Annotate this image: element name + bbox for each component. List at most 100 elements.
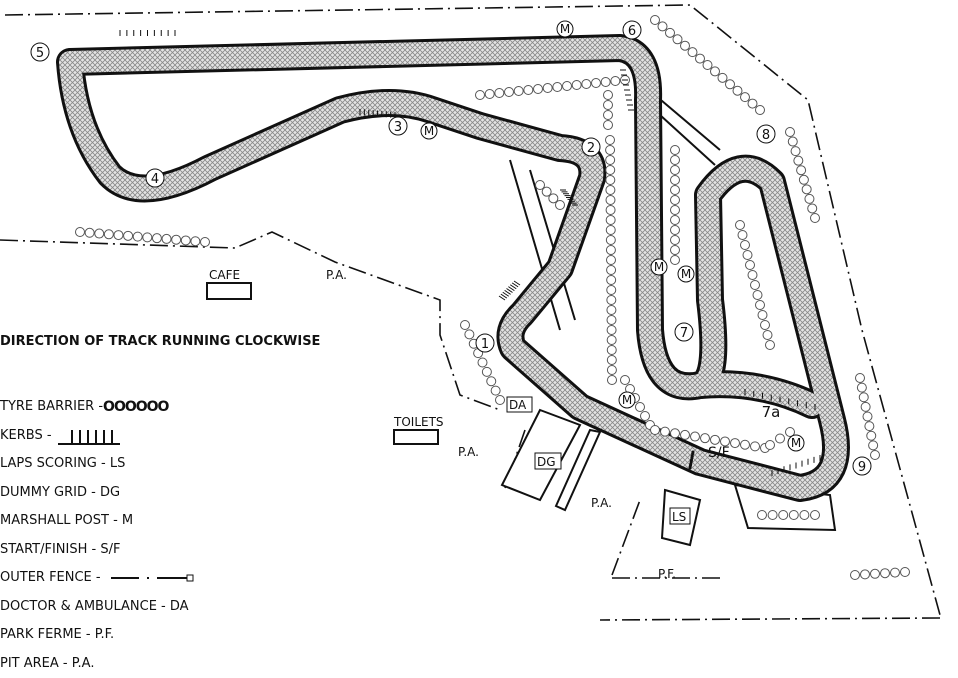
- marshall-post: M: [678, 266, 694, 282]
- start-finish-label: S/F: [708, 445, 730, 461]
- turn-9-marker: 9: [853, 457, 871, 475]
- tyre: [76, 228, 85, 237]
- tyre: [671, 246, 680, 255]
- tyre: [606, 136, 615, 145]
- tyre: [761, 321, 770, 330]
- tyre: [671, 236, 680, 245]
- pit-area-label: P.A.: [458, 445, 479, 459]
- pit-area-label: P.A.: [326, 268, 347, 282]
- tyre: [857, 383, 866, 392]
- tyre: [861, 402, 870, 411]
- tyre: [811, 214, 820, 223]
- tyre: [604, 111, 613, 120]
- legend: DIRECTION OF TRACK RUNNING CLOCKWISE TYR…: [0, 334, 320, 678]
- tyre: [751, 281, 760, 290]
- tyre: [863, 412, 872, 421]
- tyre: [114, 231, 123, 240]
- tyre: [861, 570, 870, 579]
- tyre: [711, 435, 720, 444]
- direction-note: DIRECTION OF TRACK RUNNING CLOCKWISE: [0, 334, 320, 349]
- tyre: [556, 201, 565, 210]
- tyre: [758, 511, 767, 520]
- svg-text:M: M: [424, 124, 434, 138]
- legend-item-marshall: MARSHALL POST - M: [0, 507, 320, 536]
- tyre: [756, 301, 765, 310]
- tyre: [751, 442, 760, 451]
- tyre: [621, 376, 630, 385]
- tyre: [606, 166, 615, 175]
- tyre: [671, 429, 680, 438]
- tyre: [718, 73, 727, 82]
- legend-item-pit-area: PIT AREA - P.A.: [0, 650, 320, 678]
- tyre: [162, 234, 171, 243]
- fence-symbol: [109, 572, 199, 584]
- tyre: [851, 571, 860, 580]
- tyre: [741, 93, 750, 102]
- tyre: [465, 330, 474, 339]
- tyre: [611, 77, 620, 86]
- tyre: [607, 366, 616, 375]
- turn-4-marker: 4: [146, 169, 164, 187]
- tyre: [703, 61, 712, 70]
- tyre: [788, 137, 797, 146]
- tyre: [191, 237, 200, 246]
- tyre: [661, 427, 670, 436]
- legend-item-laps-scoring: LAPS SCORING - LS: [0, 450, 320, 479]
- marshall-post: M: [651, 259, 667, 275]
- tyre: [738, 231, 747, 240]
- tyre: [733, 86, 742, 95]
- turn-1-marker: 1: [476, 334, 494, 352]
- svg-text:6: 6: [628, 24, 636, 39]
- tyre: [604, 101, 613, 110]
- tyre: [794, 156, 803, 165]
- tyre: [606, 226, 615, 235]
- tyre: [606, 246, 615, 255]
- tyre: [736, 221, 745, 230]
- legend-item-start-finish: START/FINISH - S/F: [0, 536, 320, 565]
- svg-text:4: 4: [151, 172, 159, 187]
- tyre: [563, 82, 572, 91]
- tyre: [731, 439, 740, 448]
- tyre: [869, 441, 878, 450]
- tyre: [496, 396, 505, 405]
- tyre: [671, 216, 680, 225]
- tyre: [172, 235, 181, 244]
- tyre: [607, 346, 616, 355]
- legend-item-fence: OUTER FENCE -: [0, 564, 320, 593]
- turn-5-marker: 5: [31, 43, 49, 61]
- tyre: [789, 511, 798, 520]
- tyre: [606, 146, 615, 155]
- tyre: [741, 241, 750, 250]
- tyre: [476, 91, 485, 100]
- tyre: [681, 430, 690, 439]
- tyre: [802, 185, 811, 194]
- tyre: [891, 568, 900, 577]
- tyre: [606, 196, 615, 205]
- tyre: [636, 403, 645, 412]
- svg-text:7: 7: [680, 326, 688, 341]
- tyre: [786, 128, 795, 137]
- tyre: [606, 206, 615, 215]
- tyre: [671, 176, 680, 185]
- tyre: [766, 441, 775, 450]
- legend-item-kerbs: KERBS -: [0, 422, 320, 451]
- tyre: [95, 229, 104, 238]
- tyre: [753, 291, 762, 300]
- turn-3-marker: 3: [389, 117, 407, 135]
- tyre: [607, 286, 616, 295]
- tyre: [514, 87, 523, 96]
- tyre: [726, 80, 735, 89]
- tyre: [601, 78, 610, 87]
- tyre: [606, 216, 615, 225]
- legend-item-park-ferme: PARK FERME - P.F.: [0, 621, 320, 650]
- tyre: [487, 377, 496, 386]
- tyre: [856, 374, 865, 383]
- tyre: [691, 432, 700, 441]
- tyre: [604, 91, 613, 100]
- marshall-post: M: [788, 435, 804, 451]
- turn-7-marker: 7: [675, 323, 693, 341]
- svg-text:2: 2: [587, 141, 595, 156]
- tyre: [671, 156, 680, 165]
- tyre: [607, 256, 616, 265]
- tyre: [201, 238, 210, 247]
